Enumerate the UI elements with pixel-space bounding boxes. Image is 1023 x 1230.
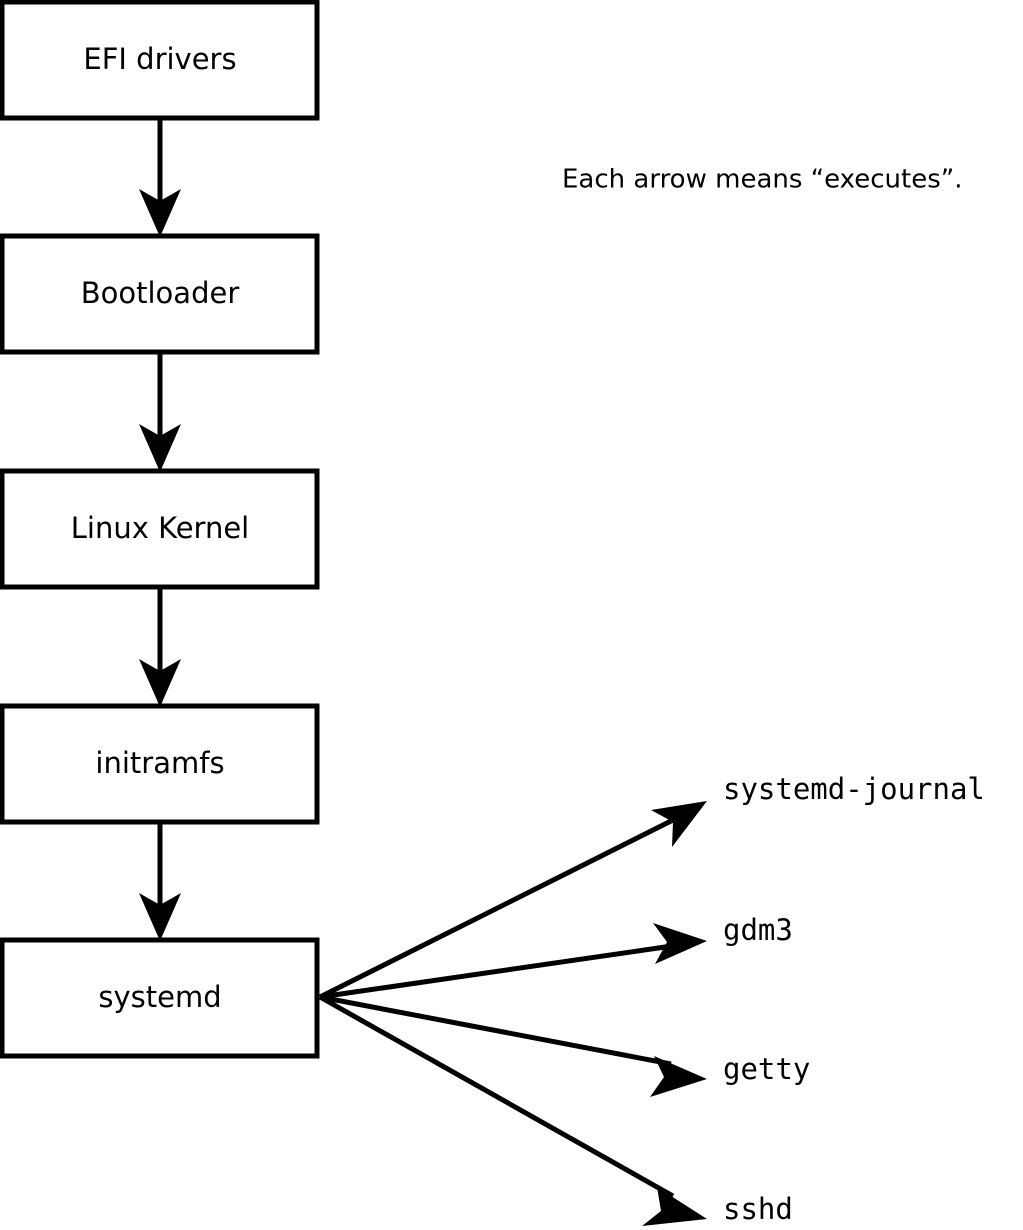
leaf-label-sshd: sshd: [723, 1192, 793, 1226]
box-label-bootloader: Bootloader: [81, 276, 240, 310]
fanout-arrow-getty: [319, 994, 707, 1097]
box-outline: [0, 937, 320, 1059]
process-box-efi-drivers[interactable]: EFI drivers: [0, 0, 320, 121]
box-outline: [0, 233, 320, 355]
leaf-label-gdm3: gdm3: [723, 913, 793, 947]
arrow-shaft: [318, 815, 679, 1000]
fanout-arrow-sshd: [318, 994, 707, 1226]
box-outline: [0, 468, 320, 590]
arrowhead-icon: [642, 1187, 707, 1226]
box-outline: [0, 703, 320, 825]
vertical-arrow-linux-kernel-to-initramfs: [139, 587, 181, 707]
arrow-shaft: [319, 943, 673, 1000]
arrowhead-down-icon: [139, 893, 181, 941]
fanout-arrow-systemd-journal: [318, 801, 707, 1000]
box-label-efi-drivers: EFI drivers: [83, 42, 236, 76]
arrowhead-down-icon: [139, 659, 181, 707]
arrow-shaft: [319, 994, 672, 1067]
box-label-linux-kernel: Linux Kernel: [71, 511, 249, 545]
fanout-arrow-gdm3: [319, 923, 707, 1000]
leaf-label-getty: getty: [723, 1052, 810, 1086]
arrowhead-icon: [653, 923, 707, 964]
box-label-systemd: systemd: [98, 980, 221, 1014]
vertical-arrow-efi-drivers-to-bootloader: [139, 118, 181, 237]
arrowhead-down-icon: [139, 424, 181, 472]
leaf-label-systemd-journal: systemd-journal: [723, 772, 985, 806]
vertical-arrow-initramfs-to-systemd: [139, 822, 181, 941]
arrow-shaft: [318, 994, 675, 1199]
process-box-linux-kernel[interactable]: Linux Kernel: [0, 468, 320, 590]
process-box-bootloader[interactable]: Bootloader: [0, 233, 320, 355]
box-label-initramfs: initramfs: [95, 746, 224, 780]
diagram-caption: Each arrow means “executes”.: [562, 165, 963, 195]
vertical-arrow-bootloader-to-linux-kernel: [139, 352, 181, 472]
arrowhead-icon: [650, 1056, 707, 1097]
arrowhead-icon: [651, 801, 707, 847]
process-box-systemd[interactable]: systemd: [0, 937, 320, 1059]
box-outline: [0, 0, 320, 121]
arrowhead-down-icon: [139, 189, 181, 237]
process-box-initramfs[interactable]: initramfs: [0, 703, 320, 825]
